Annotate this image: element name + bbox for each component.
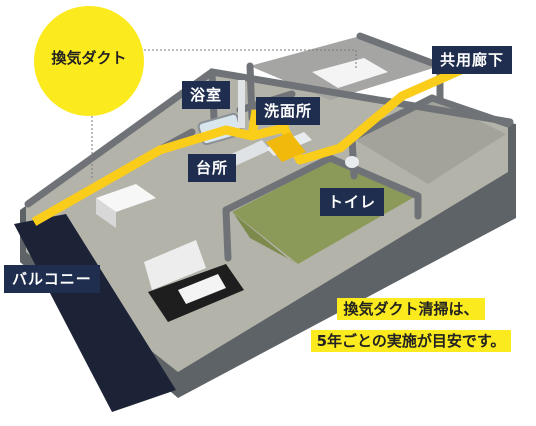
note-line1-text: 換気ダクト清掃は、 — [337, 298, 485, 320]
duct-callout-label: 換気ダクト — [51, 49, 127, 67]
bed — [312, 58, 388, 88]
duct-junction-box — [266, 132, 306, 162]
sofa — [144, 240, 206, 290]
label-toilet: トイレ — [320, 188, 385, 216]
maintenance-note-line2: 5年ごとの実施が目安です。 — [300, 328, 522, 354]
note-line2-text: 5年ごとの実施が目安です。 — [310, 330, 512, 352]
label-balcony: バルコニー — [4, 265, 100, 293]
toilet-fixture — [345, 156, 359, 168]
leader-lines — [91, 49, 357, 180]
label-hallway: 共用廊下 — [432, 46, 513, 74]
dining-table-legs — [96, 198, 116, 228]
label-kitchen: 台所 — [188, 154, 237, 182]
dining-table — [96, 184, 156, 212]
label-washroom: 洗面所 — [256, 97, 321, 125]
coffee-table — [178, 274, 226, 304]
balcony-slab — [14, 214, 176, 412]
label-bath: 浴室 — [182, 81, 231, 109]
bath-vent-pipe — [238, 80, 245, 128]
duct-callout-circle: 換気ダクト — [34, 6, 144, 116]
maintenance-note-line1: 換気ダクト清掃は、 — [300, 296, 522, 322]
